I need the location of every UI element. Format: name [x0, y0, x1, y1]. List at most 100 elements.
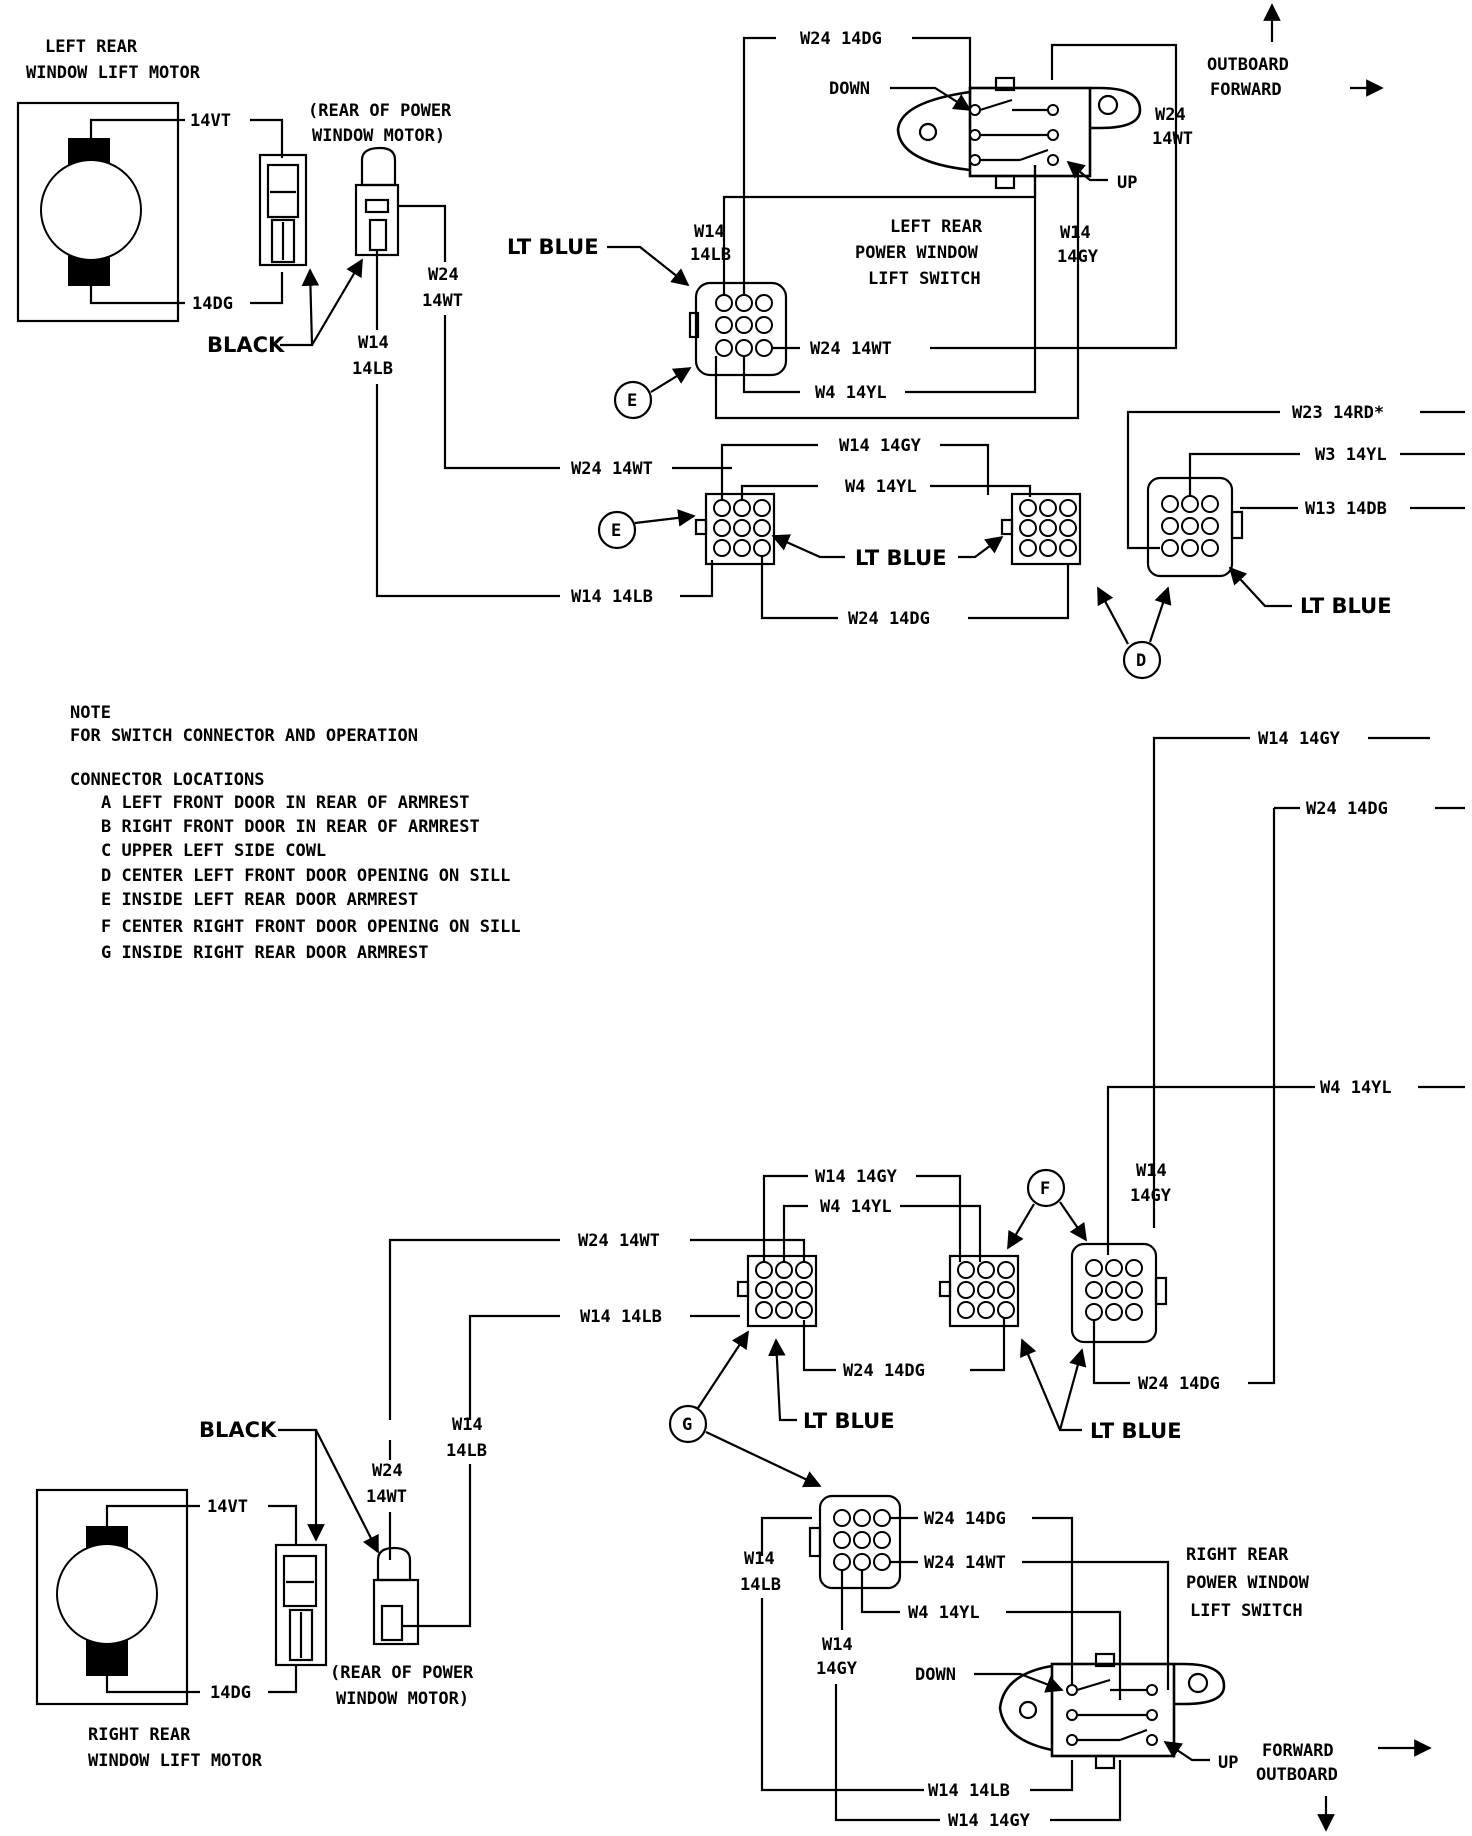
left-rear-window-lift-motor [16, 101, 180, 323]
motor-connector [274, 1543, 328, 1667]
forward-label: FORWARD [1210, 80, 1282, 100]
notes-block: NOTE FOR SWITCH CONNECTOR AND OPERATION … [70, 703, 521, 963]
d-connector-right [1146, 476, 1244, 578]
wire-label: W24 14DG [1306, 799, 1388, 819]
rear-of-motor-connector [354, 146, 400, 257]
connector-d-label: D [1136, 651, 1146, 671]
wire-label: W14 14GY [815, 1167, 898, 1187]
wire-label: 14LB [352, 359, 393, 379]
up-label: UP [1117, 173, 1137, 193]
right-rear-section: W14 14GY W24 14DG W4 14YL W14 14GY F [35, 729, 1465, 1832]
wire-label: W14 [1060, 223, 1091, 243]
wire-label: W3 14YL [1315, 445, 1387, 465]
forward-label: FORWARD [1262, 1741, 1334, 1761]
switch-harness-connector-right [808, 1494, 902, 1590]
location-item: F CENTER RIGHT FRONT DOOR OPENING ON SIL… [101, 917, 521, 937]
down-label: DOWN [915, 1665, 956, 1685]
f-connector-left [938, 1254, 1020, 1328]
wire-label: W14 14LB [928, 1781, 1010, 1801]
connector-locations-title: CONNECTOR LOCATIONS [70, 770, 264, 790]
wire-label: 14GY [1130, 1186, 1172, 1206]
wire-label: W4 14YL [1320, 1078, 1392, 1098]
black-label: BLACK [199, 1418, 277, 1442]
lt-blue-label: LT BLUE [507, 235, 599, 259]
switch-title: LIFT SWITCH [868, 269, 981, 289]
left-rear-power-window-lift-switch [896, 76, 1142, 190]
connector-e-label: E [627, 391, 637, 411]
wire-label: 14LB [446, 1441, 487, 1461]
wire-label: W24 14DG [843, 1361, 925, 1381]
wire-label: W14 14GY [948, 1811, 1031, 1831]
wire-label: W23 14RD* [1292, 403, 1384, 423]
rear-motor-note: WINDOW MOTOR) [336, 1689, 469, 1709]
switch-harness-connector [688, 281, 788, 377]
wire-label: W24 14DG [800, 29, 882, 49]
wire-label: W14 [358, 333, 389, 353]
left-rear-section: LEFT REAR WINDOW LIFT MOTOR 14VT 14DG [16, 3, 1465, 680]
right-rear-power-window-lift-switch [998, 1652, 1226, 1770]
rear-of-motor-connector [372, 1546, 420, 1646]
wire-label: W4 14YL [815, 383, 887, 403]
rear-motor-note: WINDOW MOTOR) [312, 126, 445, 146]
d-connector-left [1000, 492, 1082, 566]
wire-label: W14 14GY [839, 436, 922, 456]
connector-f-label: F [1040, 1179, 1050, 1199]
location-item: C UPPER LEFT SIDE COWL [101, 841, 326, 861]
wire-label: 14GY [816, 1659, 858, 1679]
switch-title: LIFT SWITCH [1190, 1601, 1303, 1621]
location-item: A LEFT FRONT DOOR IN REAR OF ARMREST [101, 793, 469, 813]
g-door-connector [736, 1254, 818, 1328]
wire-label: W4 14YL [820, 1197, 892, 1217]
wire-label: W14 [452, 1415, 483, 1435]
wire-label: 14VT [207, 1497, 248, 1517]
wire-label: 14WT [422, 291, 463, 311]
wire-label: W4 14YL [908, 1603, 980, 1623]
location-item: G INSIDE RIGHT REAR DOOR ARMREST [101, 943, 429, 963]
motor-title: WINDOW LIFT MOTOR [88, 1751, 263, 1771]
wire-label: W24 14DG [848, 609, 930, 629]
wire-label: W13 14DB [1305, 499, 1387, 519]
lt-blue-label: LT BLUE [803, 1409, 895, 1433]
lt-blue-label: LT BLUE [1090, 1419, 1182, 1443]
location-item: D CENTER LEFT FRONT DOOR OPENING ON SILL [101, 866, 510, 886]
wire-label: W24 [1155, 105, 1186, 125]
wire-label: 14DG [192, 294, 233, 314]
up-label: UP [1218, 1753, 1238, 1773]
outboard-label: OUTBOARD [1207, 55, 1289, 75]
motor-title: RIGHT REAR [88, 1725, 191, 1745]
wire-label: 14VT [190, 111, 231, 131]
note-heading: NOTE [70, 703, 111, 723]
outboard-label: OUTBOARD [1256, 1765, 1338, 1785]
wire-label: W14 [694, 222, 725, 242]
wire-label: W14 [744, 1549, 775, 1569]
switch-title: POWER WINDOW [855, 243, 979, 263]
f-connector-right [1070, 1242, 1168, 1344]
wire-label: 14WT [366, 1487, 407, 1507]
right-rear-window-lift-motor [35, 1488, 189, 1706]
wire-label: W24 [428, 265, 459, 285]
wire-label: W14 14GY [1258, 729, 1341, 749]
wire-label: W24 14WT [924, 1553, 1006, 1573]
wire-label: 14DG [210, 1683, 251, 1703]
rear-motor-note: (REAR OF POWER [330, 1663, 474, 1683]
wire-label: W24 14WT [571, 459, 653, 479]
switch-title: LEFT REAR [890, 217, 983, 237]
wire-label: 14LB [740, 1575, 781, 1595]
lt-blue-label: LT BLUE [855, 546, 947, 570]
wire-label: W24 14DG [1138, 1374, 1220, 1394]
motor-title: WINDOW LIFT MOTOR [26, 63, 201, 83]
e-door-connector [694, 492, 776, 566]
location-item: E INSIDE LEFT REAR DOOR ARMREST [101, 890, 418, 910]
connector-e-label: E [611, 521, 621, 541]
rear-motor-note: (REAR OF POWER [308, 101, 452, 121]
wire-label: W14 [822, 1635, 853, 1655]
wire-label: W14 14LB [571, 587, 653, 607]
wire-label: W14 14LB [580, 1307, 662, 1327]
switch-title: POWER WINDOW [1186, 1573, 1310, 1593]
wire-label: 14GY [1057, 247, 1099, 267]
motor-connector [258, 153, 308, 267]
note-text: FOR SWITCH CONNECTOR AND OPERATION [70, 726, 418, 746]
wire-label: W24 14WT [810, 339, 892, 359]
connector-g-label: G [682, 1415, 692, 1435]
